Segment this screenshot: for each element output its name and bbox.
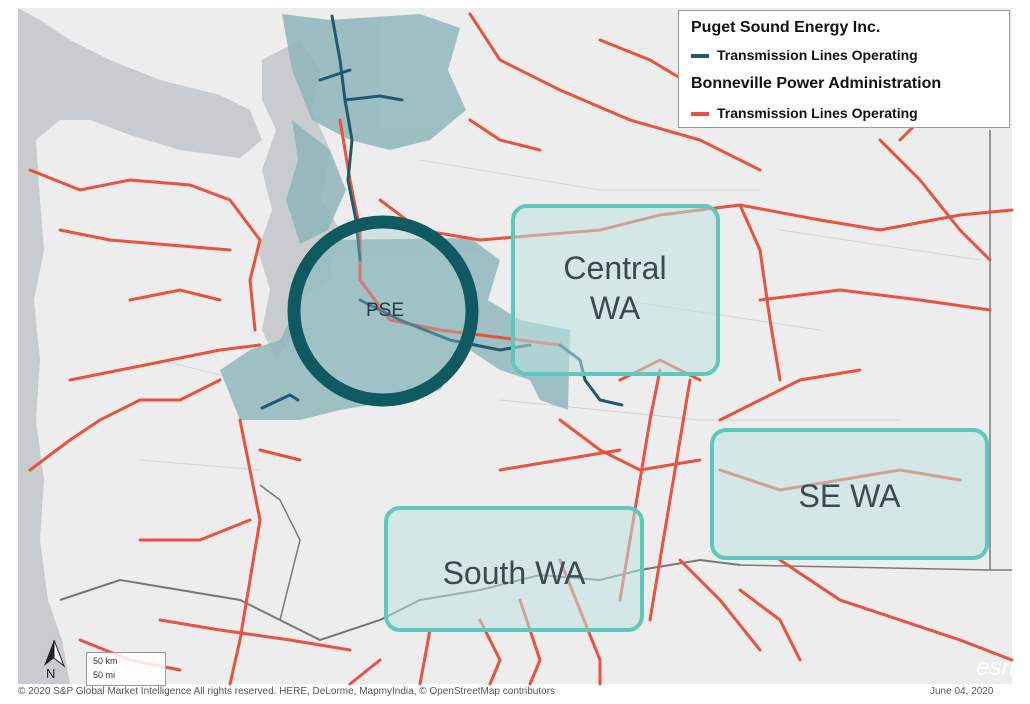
legend-org-pse: Puget Sound Energy Inc. [691,19,881,36]
legend-bpa-swatch [691,112,709,117]
map-legend: Puget Sound Energy Inc. Transmission Lin… [678,10,1010,128]
region-box-central-wa[interactable] [511,204,720,376]
legend-org-bpa: Bonneville Power Administration [691,75,942,92]
legend-pse-line-label: Transmission Lines Operating [717,47,918,63]
pse-service-area [220,14,570,420]
pacific-ocean [18,8,262,684]
scale-km: 50 km [93,656,118,666]
legend-pse-swatch [691,54,709,59]
pse-highlight-ring[interactable] [287,215,479,407]
columbia-river-north [259,484,301,621]
north-indicator: N [34,640,74,684]
legend-pse-line: Transmission Lines Operating [691,47,918,63]
region-label-se-wa: SE WA [798,478,901,514]
region-label-pse: PSE [365,300,405,321]
scale-bar: 50 km 50 mi [86,652,166,686]
region-box-south-wa[interactable] [384,506,644,632]
region-label-central-line1: Central [563,250,667,286]
north-arrow-icon [44,639,66,668]
esri-logo: esri [976,654,1015,681]
region-label-south-wa: South WA [442,555,586,591]
state-border-south [739,564,991,571]
credits-text: © 2020 S&P Global Market Intelligence Al… [18,686,556,697]
map-date: June 04, 2020 [930,686,994,697]
legend-bpa-line-label: Transmission Lines Operating [717,105,918,121]
region-label-central-line2: WA [589,290,641,326]
region-label-central-wa: Central WA [520,248,710,328]
legend-bpa-line: Transmission Lines Operating [691,105,918,121]
north-label: N [46,666,56,681]
region-box-se-wa[interactable] [710,428,989,560]
scale-mi: 50 mi [93,670,116,680]
